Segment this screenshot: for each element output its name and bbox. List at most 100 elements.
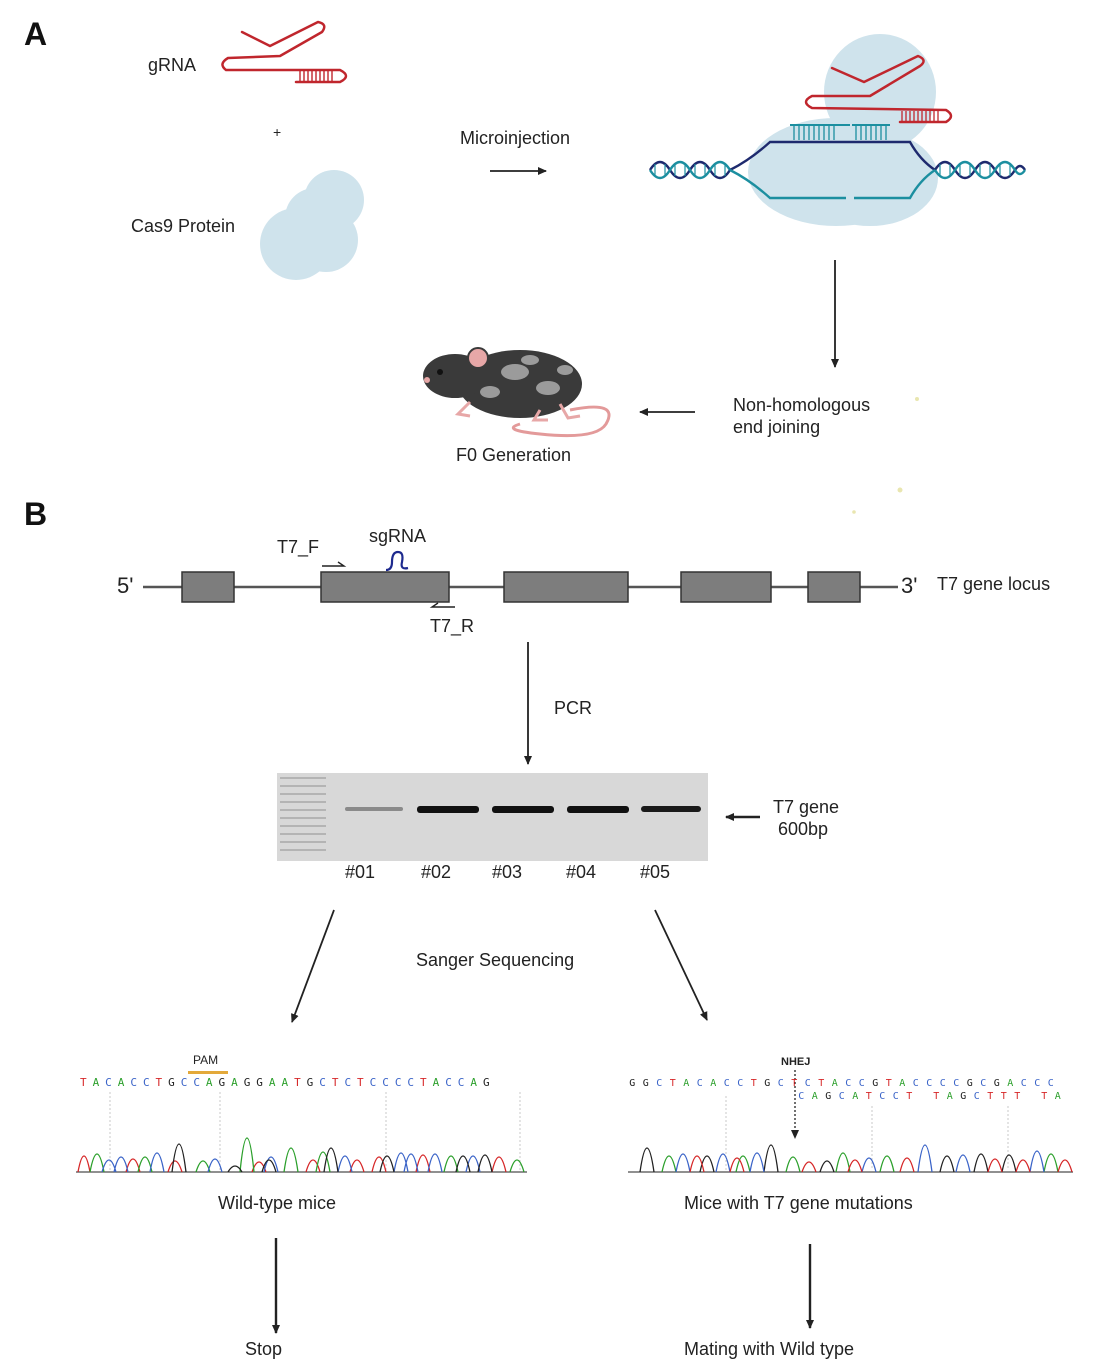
sequence-base: A — [899, 1078, 907, 1089]
sequence-base: C — [980, 1078, 988, 1089]
sequence-base: C — [879, 1091, 887, 1102]
sequence-base: A — [710, 1078, 718, 1089]
sequence-base: G — [243, 1076, 253, 1089]
five-prime-label: 5' — [117, 573, 134, 598]
locus-label: T7 gene locus — [937, 574, 1051, 594]
sequence-base: C — [1034, 1078, 1042, 1089]
arrow-to-wild-type — [291, 909, 335, 1023]
exon-3 — [503, 571, 629, 603]
sequence-base: G — [993, 1078, 1001, 1089]
panel-label-b: B — [24, 496, 48, 532]
nhej-label-line2: end joining — [733, 417, 821, 437]
sequence-base: C — [445, 1076, 454, 1089]
gel-band-01 — [345, 807, 403, 811]
sequence-base — [917, 1091, 931, 1102]
lane-label: #04 — [566, 862, 597, 882]
exon-1 — [181, 571, 235, 603]
mutant-chromatogram — [628, 1070, 1073, 1173]
pam-label: PAM — [193, 1053, 219, 1067]
decor-dot — [897, 487, 903, 493]
sequence-base: A — [117, 1076, 127, 1089]
sequence-base: T — [669, 1078, 677, 1089]
gel-ladder — [280, 777, 326, 851]
sequence-base: G — [960, 1091, 968, 1102]
grna-icon — [221, 20, 348, 84]
sequence-base: T — [750, 1078, 758, 1089]
sequence-base: C — [892, 1091, 900, 1102]
sequence-base: C — [798, 1091, 806, 1102]
decor-dot — [852, 510, 856, 514]
plus-sign: + — [273, 124, 282, 140]
sequence-base: C — [845, 1078, 853, 1089]
sequence-base: G — [218, 1076, 228, 1089]
sequence-base: G — [872, 1078, 880, 1089]
wild-type-chromatogram — [76, 1092, 527, 1173]
sequence-base: C — [939, 1078, 947, 1089]
sequence-base: T — [818, 1078, 826, 1089]
gel-band-label-line1: T7 gene — [773, 797, 840, 817]
sequence-base: C — [777, 1078, 785, 1089]
exon-4 — [680, 571, 772, 603]
sequence-base: C — [973, 1091, 981, 1102]
gel-band-03 — [492, 806, 554, 813]
sequence-base: A — [470, 1076, 480, 1089]
sequence-base: A — [432, 1076, 442, 1089]
sequence-base: C — [193, 1076, 202, 1089]
sequence-base: G — [764, 1078, 772, 1089]
gel-band-label-line2: 600bp — [778, 819, 829, 839]
lane-label: #05 — [640, 862, 671, 882]
decor-dot — [915, 397, 919, 401]
sequence-base: A — [946, 1091, 954, 1102]
sequence-base: C — [838, 1091, 846, 1102]
sequence-base: T — [1000, 1091, 1008, 1102]
panel-label-a: A — [24, 16, 48, 52]
gel-band-02 — [417, 806, 479, 813]
sequence-base: T — [1014, 1091, 1022, 1102]
sequence-base — [1025, 1091, 1039, 1102]
sequence-base: C — [696, 1078, 704, 1089]
sequence-base: T — [155, 1076, 165, 1089]
sequence-base: T — [865, 1091, 873, 1102]
gel-band-04 — [567, 806, 629, 813]
sequence-base: C — [926, 1078, 934, 1089]
mouse-icon — [423, 347, 611, 438]
sequence-base: A — [1007, 1078, 1015, 1089]
sequence-base: T — [420, 1076, 429, 1089]
sequence-base: G — [966, 1078, 974, 1089]
agarose-gel — [277, 773, 708, 861]
nhej-marker-label: NHEJ — [781, 1056, 811, 1068]
nhej-label-line1: Non-homologous — [733, 395, 871, 415]
sequence-base: T — [906, 1091, 914, 1102]
sequence-base: C — [130, 1076, 139, 1089]
sequence-base: A — [92, 1076, 102, 1089]
primer-forward-label: T7_F — [277, 537, 320, 557]
wild-type-caption: Wild-type mice — [218, 1193, 337, 1213]
primer-reverse-label: T7_R — [430, 616, 475, 636]
sequence-base: T — [79, 1076, 89, 1089]
sequence-base: A — [852, 1091, 860, 1102]
sequence-base: T — [331, 1076, 341, 1089]
sequence-base: A — [281, 1076, 291, 1089]
pcr-label: PCR — [554, 698, 593, 718]
sequence-base: C — [344, 1076, 354, 1089]
sequence-base: T — [987, 1091, 995, 1102]
sequence-base: C — [105, 1076, 114, 1089]
microinjection-label: Microinjection — [460, 128, 571, 148]
cas9-protein-icon — [260, 170, 364, 280]
sequence-base: C — [953, 1078, 961, 1089]
sequence-base: C — [1020, 1078, 1028, 1089]
grna-label: gRNA — [148, 55, 197, 75]
sequence-base: A — [231, 1076, 240, 1089]
sequence-base: A — [205, 1076, 215, 1089]
three-prime-label: 3' — [901, 573, 918, 598]
lane-label: #02 — [421, 862, 452, 882]
primer-forward-arrow — [322, 561, 347, 567]
sequence-base: A — [811, 1091, 819, 1102]
sequence-base: C — [382, 1076, 391, 1089]
sequence-base: C — [804, 1078, 812, 1089]
sequence-base: T — [791, 1078, 799, 1089]
sequence-base: C — [912, 1078, 920, 1089]
